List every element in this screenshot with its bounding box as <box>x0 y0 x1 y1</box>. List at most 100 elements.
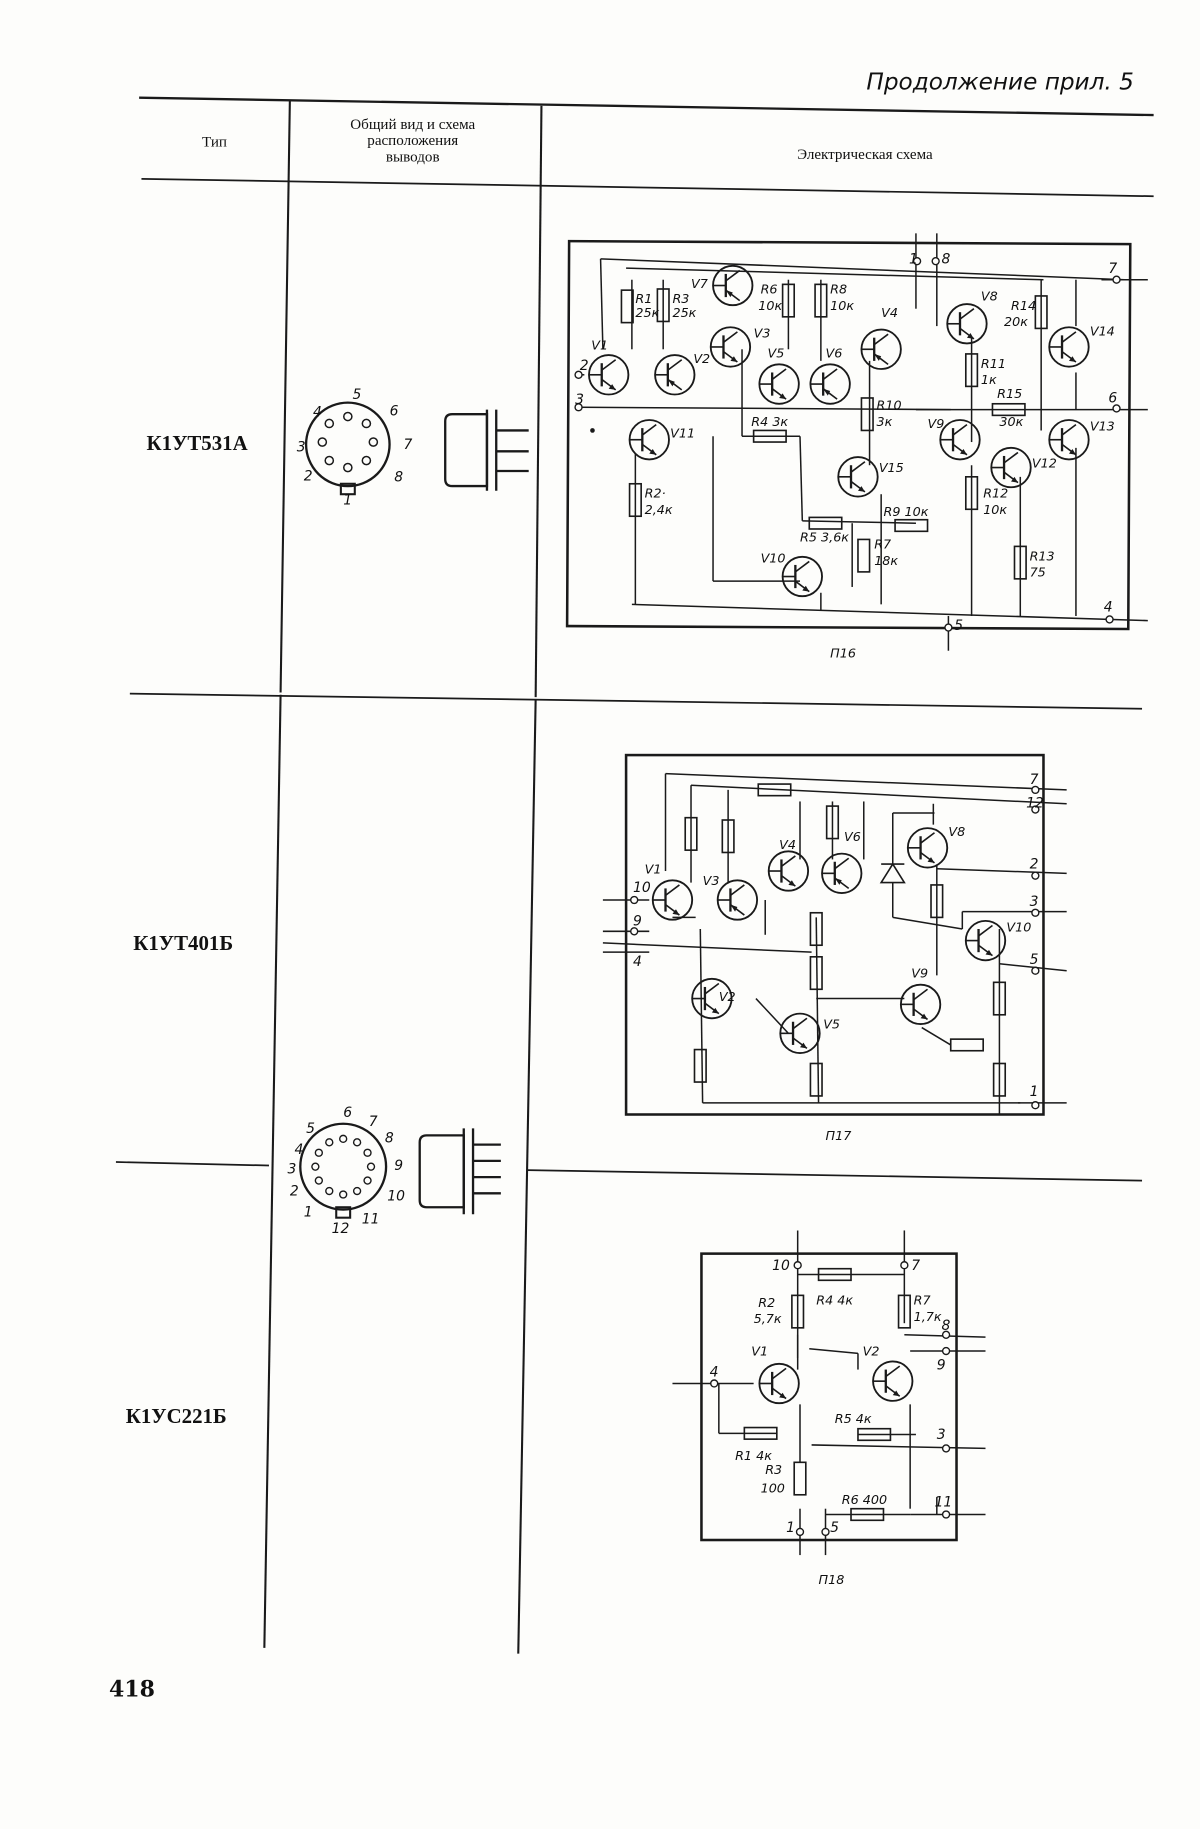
p18-r2-value: 5,7к <box>754 1312 782 1327</box>
pkg2-pin-1: 1 <box>304 1205 313 1221</box>
p17-v6-label: V6 <box>844 830 861 845</box>
p18-pin-1: 1 <box>786 1520 795 1536</box>
p16-r10-value: 3к <box>877 415 893 430</box>
p17-pin-12: 12 <box>1026 795 1044 811</box>
p16-r14-value: 20к <box>1004 315 1028 330</box>
p17-v4-label: V4 <box>779 838 796 853</box>
p16-r12-value: 10к <box>983 503 1007 518</box>
header-schematic: Электрическая схема <box>797 147 933 163</box>
p16-pin-7: 7 <box>1108 261 1117 277</box>
p16-pin-5: 5 <box>954 618 963 634</box>
p16-r1-label: R1 <box>635 292 652 307</box>
p18-pin-4: 4 <box>710 1365 719 1381</box>
p17-pin-2: 2 <box>1030 857 1039 873</box>
p18-pin-9: 9 <box>937 1358 946 1374</box>
p16-v1-transistor <box>589 355 628 394</box>
table-rules <box>116 98 1154 1654</box>
p17-v9-label: V9 <box>911 967 928 982</box>
schematic-p18: 10 7 8 9 4 3 11 1 5 П18 V1 V2 R1 4к R2 5… <box>672 1230 985 1588</box>
p16-pin-1: 1 <box>909 251 918 267</box>
p16-v10-label: V10 <box>761 552 786 567</box>
p18-r6-label: R6 400 <box>842 1493 887 1508</box>
pkg1-pin-3: 3 <box>297 439 306 455</box>
header-type: Тип <box>202 134 227 150</box>
type-k1ut401b: К1УТ401Б <box>133 931 233 955</box>
p18-pin-10: 10 <box>772 1258 790 1274</box>
p16-pin-4: 4 <box>1104 599 1113 615</box>
p18-pin-11: 11 <box>934 1494 952 1510</box>
p16-v8-label: V8 <box>981 290 998 305</box>
p17-v10-label: V10 <box>1006 920 1031 935</box>
p17-v3-label: V3 <box>703 874 720 889</box>
p16-v6-label: V6 <box>826 346 843 361</box>
p17-v2-label: V2 <box>719 990 736 1005</box>
p18-r7-label: R7 <box>914 1294 931 1309</box>
type-k1ut531a: К1УТ531А <box>147 431 248 455</box>
schematic-p16: 2 3 1 8 7 6 4 5 П16 V1 V2 V3 V4 V5 V6 V7… <box>567 233 1148 661</box>
p16-r10-label: R10 <box>877 399 902 414</box>
p16-v2-label: V2 <box>693 352 710 367</box>
p16-r6-label: R6 <box>761 283 778 298</box>
p16-r11-label: R11 <box>981 357 1006 372</box>
pkg1-pin-2: 2 <box>304 468 313 484</box>
p18-r2-label: R2 <box>758 1296 775 1311</box>
p17-figure-caption: П17 <box>826 1129 852 1144</box>
p18-r5-label: R5 4к <box>835 1412 872 1427</box>
p16-r13-label: R13 <box>1030 549 1055 564</box>
p17-pin-7: 7 <box>1030 772 1039 788</box>
pkg2-pin-2: 2 <box>290 1184 299 1200</box>
running-header: Продолжение прил. 5 <box>866 69 1133 96</box>
p18-figure-caption: П18 <box>819 1573 845 1588</box>
p16-r8-label: R8 <box>830 283 847 298</box>
pkg2-pin-3: 3 <box>288 1162 297 1178</box>
p16-r3-label: R3 <box>672 292 689 307</box>
pkg2-pin-7: 7 <box>369 1114 378 1130</box>
pkg2-pin-6: 6 <box>343 1105 352 1121</box>
p17-pin-3: 3 <box>1030 894 1039 910</box>
package-side-view-2 <box>420 1128 501 1214</box>
p16-r1-value: 25к <box>635 306 659 321</box>
p18-v1-label: V1 <box>751 1345 768 1360</box>
header-view-line3: выводов <box>386 149 440 165</box>
p16-r9-label: R9 10к <box>883 505 928 520</box>
p17-v1-label: V1 <box>645 862 662 877</box>
p16-pin-6: 6 <box>1108 391 1117 407</box>
p16-v1-label: V1 <box>591 338 608 353</box>
p16-r2-value: 2,4к <box>645 503 673 518</box>
p16-v13-label: V13 <box>1090 419 1115 434</box>
p18-pin-3: 3 <box>937 1427 946 1443</box>
p18-pin-8: 8 <box>941 1318 950 1334</box>
p16-v14-label: V14 <box>1090 324 1115 339</box>
pkg1-pin-6: 6 <box>390 403 399 419</box>
p16-r13-value: 75 <box>1030 566 1046 581</box>
p16-r7-label: R7 <box>874 538 891 553</box>
pkg2-pin-8: 8 <box>385 1130 394 1146</box>
pkg2-pin-5: 5 <box>306 1121 315 1137</box>
pkg1-pin-4: 4 <box>313 405 322 421</box>
p16-r12-label: R12 <box>983 487 1008 502</box>
p16-r5-label: R5 3,6к <box>800 531 849 546</box>
pkg2-pin-9: 9 <box>394 1158 403 1174</box>
p17-pin-1: 1 <box>1030 1084 1039 1100</box>
p16-r15-value: 30к <box>999 415 1023 430</box>
p18-r3-label: R3 <box>765 1463 782 1478</box>
p17-diode <box>881 864 904 883</box>
pkg2-pin-4: 4 <box>294 1142 303 1158</box>
pkg2-pin-12: 12 <box>332 1221 350 1237</box>
p16-r6-value: 10к <box>758 299 782 314</box>
package-pinout-12pin: 1 2 3 4 5 6 7 8 9 10 11 12 <box>288 1105 406 1237</box>
header-view-line2: расположения <box>367 133 458 149</box>
p18-pin-5: 5 <box>830 1520 839 1536</box>
p16-r7-value: 18к <box>874 554 898 569</box>
p16-r8-value: 10к <box>830 299 854 314</box>
p16-v3-label: V3 <box>754 327 771 342</box>
pkg1-pin-7: 7 <box>403 437 412 453</box>
pkg1-pin-5: 5 <box>352 387 361 403</box>
type-k1us221b: К1УС221Б <box>126 1404 227 1428</box>
p18-pin-7: 7 <box>911 1258 920 1274</box>
p16-r11-value: 1к <box>981 373 997 388</box>
p18-r7-value: 1,7к <box>914 1310 942 1325</box>
p17-v5-label: V5 <box>823 1018 840 1033</box>
